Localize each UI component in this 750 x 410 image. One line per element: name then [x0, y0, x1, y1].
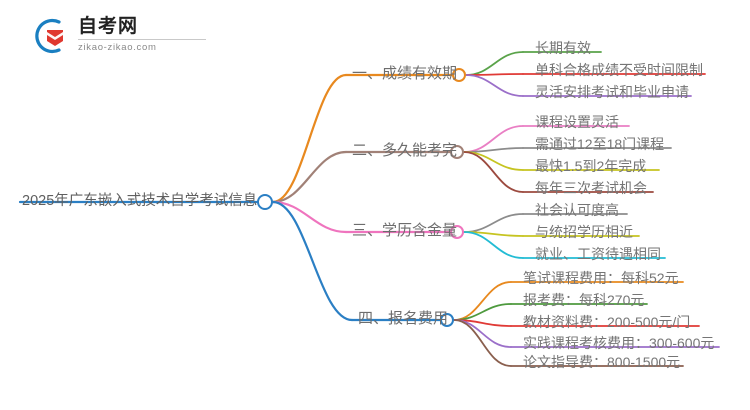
leaf-link-2-4 [463, 151, 524, 193]
leaf-label-3-2[interactable]: 与统招学历相近 [535, 224, 633, 240]
branch-label-3[interactable]: 三、学历含金量 [352, 222, 458, 239]
branch-label-1[interactable]: 一、成绩有效期 [352, 65, 458, 82]
branch-link-1 [271, 73, 348, 204]
leaf-label-1-1[interactable]: 长期有效 [535, 40, 591, 56]
leaf-label-2-4[interactable]: 每年三次考试机会 [535, 180, 647, 196]
branch-node-2[interactable] [450, 145, 464, 159]
branch-label-2[interactable]: 二、多久能考完 [352, 142, 458, 159]
site-logo: 自考网 zikao-zikao.com [28, 12, 228, 60]
leaf-label-4-4[interactable]: 实践课程考核费用：300-600元 [523, 335, 715, 351]
leaf-label-1-3[interactable]: 灵活安排考试和毕业申请 [535, 84, 689, 100]
logo-text-block: 自考网 zikao-zikao.com [78, 16, 228, 53]
leaf-label-2-3[interactable]: 最快1.5到2年完成 [535, 158, 647, 174]
branch-label-4[interactable]: 四、报名费用 [358, 310, 449, 327]
leaf-link-4-5 [453, 319, 512, 367]
leaf-link-3-3 [463, 231, 524, 259]
logo-title: 自考网 [78, 16, 139, 37]
branch-link-4 [271, 200, 354, 322]
logo-divider [78, 39, 206, 40]
leaf-label-2-2[interactable]: 需通过12至18门课程 [535, 136, 665, 152]
branch-link-3 [271, 200, 348, 234]
leaf-label-3-3[interactable]: 就业、工资待遇相同 [535, 246, 661, 262]
leaf-link-2-3 [463, 151, 524, 171]
branch-node-4[interactable] [440, 313, 454, 327]
leaf-label-1-2[interactable]: 单科合格成绩不受时间限制 [535, 62, 703, 78]
branch-node-3[interactable] [450, 225, 464, 239]
leaf-label-4-5[interactable]: 论文指导费：800-1500元 [523, 354, 681, 370]
branch-link-2 [271, 150, 348, 204]
branch-node-1[interactable] [452, 68, 466, 82]
root-label[interactable]: 2025年广东嵌入式技术自学考试信息 [22, 193, 258, 209]
root-node[interactable] [257, 194, 273, 210]
leaf-link-1-1 [465, 51, 524, 76]
leaf-label-4-1[interactable]: 笔试课程费用：每科52元 [523, 270, 679, 286]
leaf-label-4-3[interactable]: 教材资料费：200-500元/门 [523, 314, 691, 330]
logo-domain: zikao-zikao.com [78, 42, 157, 53]
leaf-label-4-2[interactable]: 报考费：每科270元 [523, 292, 645, 308]
zikao-logo-icon [35, 18, 63, 54]
leaf-link-4-1 [453, 281, 512, 321]
leaf-label-3-1[interactable]: 社会认可度高 [535, 202, 619, 218]
leaf-link-3-1 [463, 213, 524, 233]
leaf-link-1-2 [465, 73, 524, 76]
leaf-link-1-3 [465, 74, 524, 97]
leaf-label-2-1[interactable]: 课程设置灵活 [535, 114, 619, 130]
